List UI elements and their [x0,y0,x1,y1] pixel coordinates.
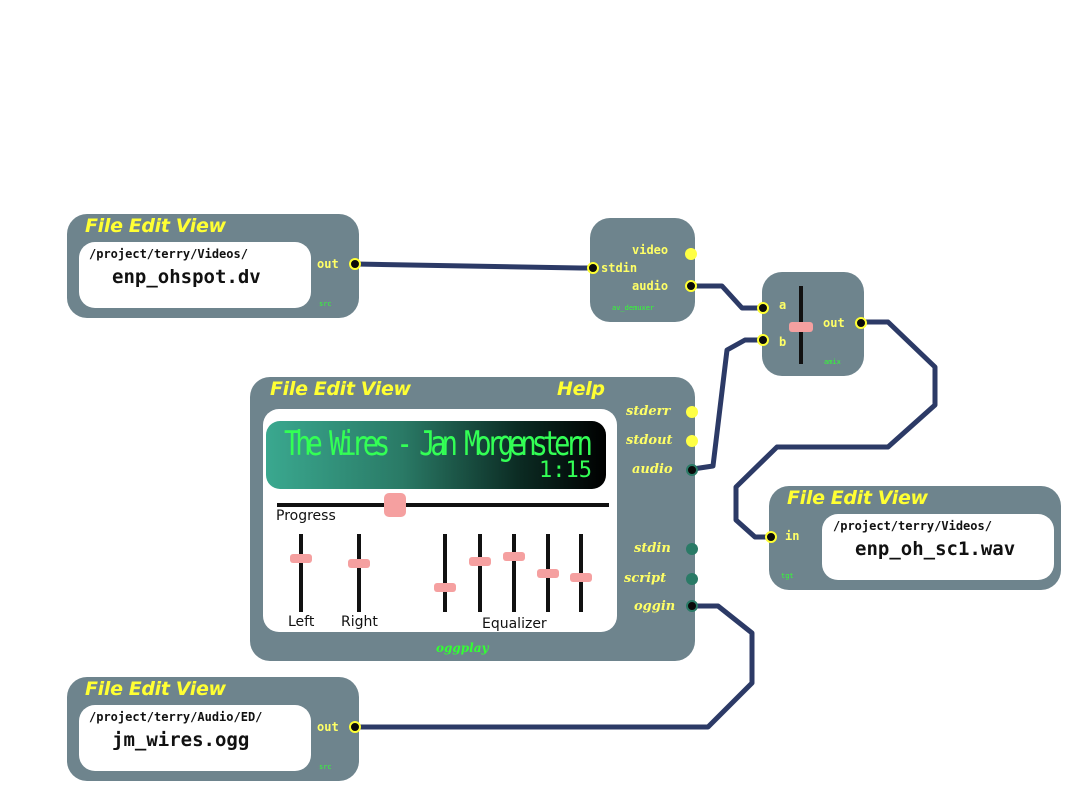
mixer-crossfade-slider[interactable] [789,322,813,332]
eq-band-2-slider[interactable] [469,557,491,566]
video-source-filename: enp_ohspot.dv [112,266,261,288]
mixer-b-label: b [779,335,787,349]
menu-view[interactable]: View [360,378,411,400]
mixer-a-port[interactable] [757,302,769,314]
audio-source-out-port[interactable] [349,721,361,733]
demuxer-stdin-port[interactable] [587,262,599,274]
mixer-a-label: a [779,298,787,312]
player-stderr-port[interactable] [686,406,698,418]
eq-band-5-slider[interactable] [570,573,592,582]
wire-player-audio-to-mixer-b [692,337,762,472]
demuxer-video-port[interactable] [685,248,697,260]
player-stdout-label: stdout [626,433,673,448]
wire-mixer-out-to-sink [733,319,938,540]
menu-file[interactable]: File [85,678,123,700]
wire-video-to-demuxer [355,261,594,271]
video-source-tag: src [319,300,332,308]
menu-edit[interactable]: Edit [128,678,170,700]
sink-filename: enp_oh_sc1.wav [855,538,1016,560]
wire-audio-src-to-player-oggin [356,603,755,730]
menu-file[interactable]: File [85,215,123,237]
video-source-out-label: out [317,257,339,271]
player-stdin-label: stdin [634,541,671,556]
eq-band-3-slider[interactable] [503,552,525,561]
eq-band-4-slider[interactable] [537,569,559,578]
sink-in-port[interactable] [765,531,777,543]
audio-source-out-label: out [317,720,339,734]
right-volume-track [357,534,361,612]
right-volume-slider[interactable] [348,559,370,568]
demuxer-video-label: video [632,243,669,257]
sink-tag: tgt [781,572,794,580]
demuxer-stdin-label: stdin [601,261,638,275]
left-label: Left [288,614,315,630]
demuxer-tag: av_demuxer [612,304,655,312]
player-script-port[interactable] [686,573,698,585]
player-stdout-port[interactable] [686,435,698,447]
player-stdin-port[interactable] [686,543,698,555]
menu-edit[interactable]: Edit [830,487,872,509]
left-volume-slider[interactable] [290,554,312,563]
eq-band-3-track [512,534,516,612]
progress-slider[interactable] [384,493,406,517]
player-audio-label: audio [632,462,673,477]
demuxer-node[interactable]: video stdin audio av_demuxer [587,218,697,322]
audio-source-filename: jm_wires.ogg [112,729,250,751]
wire-demuxer-audio-to-mixer-a [693,283,762,311]
demuxer-audio-label: audio [632,279,669,293]
player-track-time: 1:15 [539,458,592,483]
player-stderr-label: stderr [626,404,671,419]
right-label: Right [341,614,378,630]
mixer-tag: amix [824,358,841,366]
mixer-out-port[interactable] [855,317,867,329]
sink-path: /project/terry/Videos/ [833,519,992,533]
audio-source-file-panel[interactable]: /project/terry/Audio/ED/ jm_wires.ogg [79,705,311,771]
video-source-path: /project/terry/Videos/ [89,247,248,261]
video-source-out-port[interactable] [349,258,361,270]
player-track-title: The Wires - Jan Morgenstern [284,425,593,464]
sink-in-label: in [785,529,800,543]
video-source-file-panel[interactable]: /project/terry/Videos/ enp_ohspot.dv [79,242,311,308]
mixer-out-label: out [823,316,845,330]
progress-track [277,503,609,507]
audio-source-path: /project/terry/Audio/ED/ [89,710,263,724]
mixer-b-port[interactable] [757,334,769,346]
left-volume-track [299,534,303,612]
player-script-label: script [624,571,667,586]
player-tag: oggplay [436,641,489,655]
sink-file-panel[interactable]: /project/terry/Videos/ enp_oh_sc1.wav [822,514,1054,580]
player-lcd-display: The Wires - Jan Morgenstern 1:15 [266,421,606,489]
audio-source-tag: src [319,763,332,771]
player-help-menu[interactable]: Help [557,378,605,400]
player-oggin-port[interactable] [686,600,698,612]
player-audio-port[interactable] [686,464,698,476]
demuxer-audio-port[interactable] [685,280,697,292]
eq-band-1-slider[interactable] [434,583,456,592]
menu-file[interactable]: File [270,378,308,400]
progress-label: Progress [276,508,336,524]
menu-edit[interactable]: Edit [313,378,355,400]
equalizer-label: Equalizer [482,616,547,632]
player-panel: The Wires - Jan Morgenstern 1:15 Progres… [263,409,617,632]
eq-band-2-track [478,534,482,612]
mixer-node[interactable]: a b out amix [757,272,867,376]
menu-view[interactable]: View [877,487,928,509]
menu-view[interactable]: View [175,215,226,237]
menu-file[interactable]: File [787,487,825,509]
player-oggin-label: oggin [634,599,676,614]
menu-edit[interactable]: Edit [128,215,170,237]
eq-band-1-track [443,534,447,612]
menu-view[interactable]: View [175,678,226,700]
